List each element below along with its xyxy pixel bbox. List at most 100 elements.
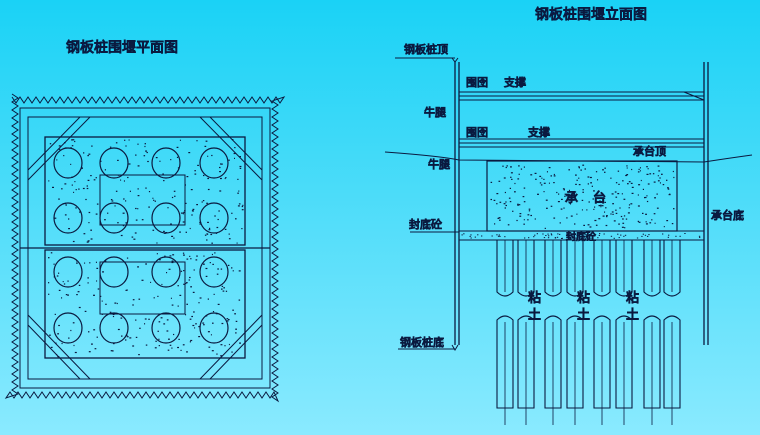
cap-dot bbox=[667, 187, 669, 189]
cap-dot bbox=[617, 193, 620, 195]
pile-circle bbox=[53, 256, 83, 288]
concrete-dot bbox=[158, 338, 160, 340]
cap-dot bbox=[541, 177, 543, 179]
seal-dot bbox=[561, 238, 563, 239]
cap-dot bbox=[543, 191, 545, 193]
concrete-dot bbox=[193, 269, 195, 271]
cap-dot bbox=[582, 164, 585, 166]
cap-dot bbox=[548, 182, 550, 184]
cap-dot bbox=[653, 213, 656, 215]
concrete-dot bbox=[220, 177, 222, 180]
concrete-dot bbox=[241, 228, 243, 230]
concrete-dot bbox=[86, 185, 88, 187]
concrete-dot bbox=[158, 321, 161, 323]
concrete-dot bbox=[183, 283, 185, 285]
concrete-dot bbox=[63, 283, 66, 285]
cap-concrete-dots bbox=[490, 164, 675, 229]
cap-dot bbox=[523, 187, 526, 189]
concrete-dot bbox=[189, 276, 191, 279]
cap-dot bbox=[646, 200, 649, 203]
concrete-dot bbox=[120, 234, 123, 237]
concrete-dot bbox=[222, 290, 225, 292]
seal-concrete-layer bbox=[458, 230, 705, 241]
seal-dot bbox=[570, 237, 572, 239]
cap-dot bbox=[518, 165, 520, 167]
cap-dot bbox=[581, 199, 584, 201]
cap-dot bbox=[671, 223, 674, 225]
concrete-dot bbox=[220, 268, 223, 270]
cap-dot bbox=[593, 190, 595, 192]
concrete-dot bbox=[161, 283, 163, 286]
cap-dot bbox=[534, 172, 537, 174]
pile-upper bbox=[566, 240, 584, 297]
seal-dot bbox=[474, 236, 476, 238]
cap-dot bbox=[582, 191, 584, 193]
cap-dot bbox=[528, 210, 531, 212]
concrete-dot bbox=[205, 267, 208, 270]
concrete-dot bbox=[239, 167, 242, 169]
cap-dot bbox=[623, 198, 626, 200]
cap-dot bbox=[604, 211, 606, 213]
pile-cap-outlines bbox=[44, 136, 246, 359]
pile-lower bbox=[517, 315, 535, 409]
cap-dot bbox=[570, 203, 571, 205]
concrete-dot bbox=[237, 192, 239, 194]
concrete-dot bbox=[179, 139, 181, 141]
concrete-dot bbox=[87, 282, 89, 284]
cap-dot bbox=[583, 224, 585, 226]
cap-dot bbox=[615, 209, 617, 211]
concrete-dot bbox=[68, 218, 70, 220]
cap-dot bbox=[510, 172, 513, 174]
cap-dot bbox=[644, 196, 647, 199]
cap-dot bbox=[644, 197, 646, 199]
concrete-dot bbox=[126, 336, 129, 338]
cap-dot bbox=[591, 185, 593, 187]
cap-dot bbox=[589, 176, 592, 179]
cap-dot bbox=[503, 177, 506, 179]
concrete-dot bbox=[184, 202, 187, 204]
cap-dot bbox=[621, 193, 623, 195]
concrete-dot bbox=[61, 188, 63, 190]
cap-dot bbox=[642, 188, 644, 190]
concrete-dot bbox=[135, 336, 138, 338]
cap-dot bbox=[615, 196, 618, 198]
seal-dot bbox=[461, 234, 463, 236]
cap-dot bbox=[490, 198, 492, 201]
cap-dot bbox=[548, 167, 551, 169]
concrete-dot bbox=[226, 320, 229, 322]
elevation-title: 钢板桩围堰立面图 bbox=[535, 6, 647, 23]
cap-dot bbox=[509, 201, 512, 203]
cap-dot bbox=[673, 176, 675, 179]
concrete-dot bbox=[137, 266, 139, 268]
cap-dot bbox=[637, 194, 639, 196]
concrete-dot bbox=[186, 303, 188, 305]
seal-dot bbox=[592, 235, 594, 237]
concrete-dot bbox=[137, 165, 140, 167]
cap-dot bbox=[539, 182, 542, 184]
concrete-dot bbox=[122, 225, 125, 227]
cap-dot bbox=[666, 179, 668, 181]
cap-dot bbox=[576, 179, 578, 181]
concrete-dot bbox=[191, 214, 193, 216]
concrete-dot bbox=[190, 286, 192, 288]
concrete-dot bbox=[129, 337, 132, 339]
concrete-dot bbox=[137, 188, 139, 190]
concrete-dot bbox=[101, 300, 103, 302]
seal-dot bbox=[477, 234, 479, 236]
concrete-dot bbox=[49, 334, 51, 336]
concrete-dot bbox=[210, 233, 213, 236]
cap-dot bbox=[626, 165, 628, 167]
concrete-dot bbox=[132, 345, 135, 347]
concrete-dot bbox=[138, 354, 140, 356]
concrete-dot bbox=[224, 228, 227, 230]
concrete-dot bbox=[198, 302, 200, 304]
concrete-dot bbox=[239, 342, 241, 344]
cap-dot bbox=[550, 205, 553, 207]
concrete-dot bbox=[232, 270, 234, 272]
seal-dot bbox=[561, 237, 563, 239]
concrete-dot bbox=[189, 227, 191, 230]
concrete-dot bbox=[195, 323, 197, 325]
concrete-dot bbox=[196, 140, 198, 142]
pile-upper bbox=[544, 240, 562, 297]
pile-circle bbox=[99, 312, 129, 344]
